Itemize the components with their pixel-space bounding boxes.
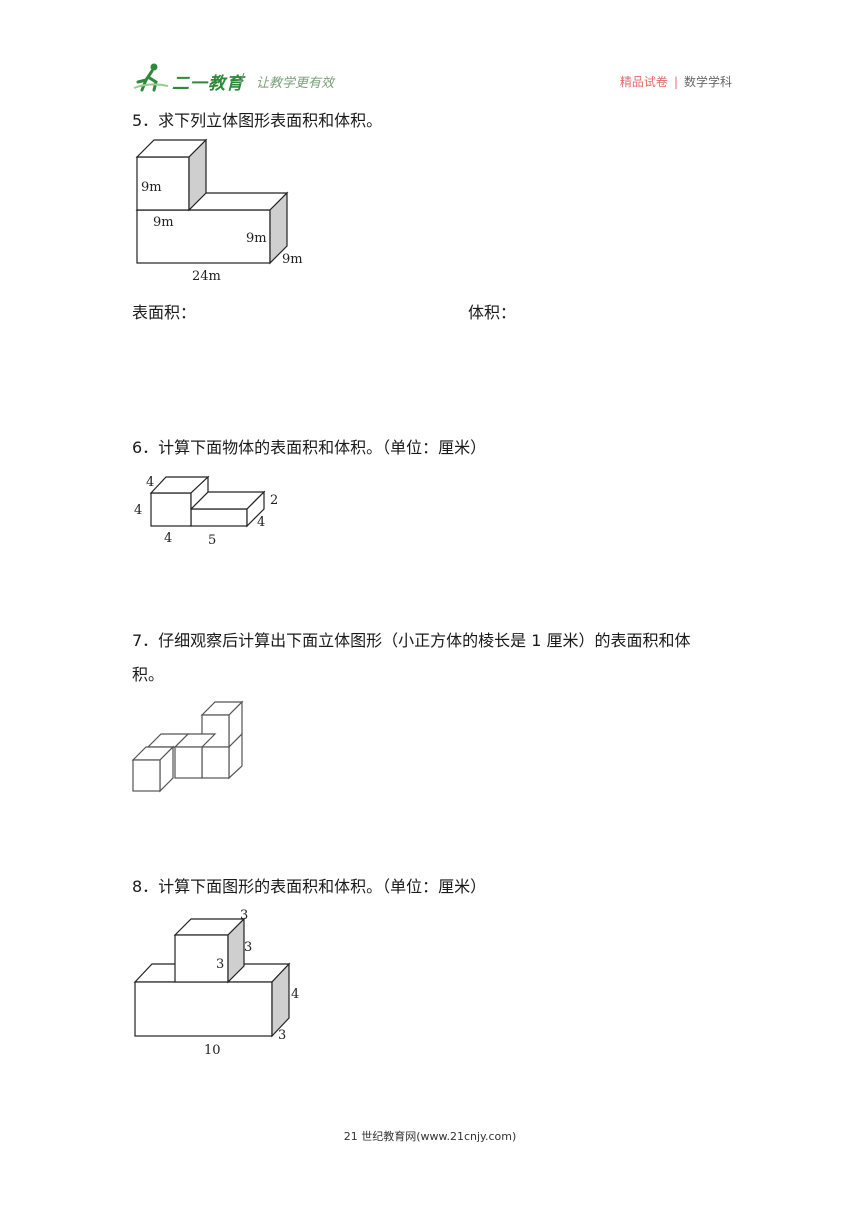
question-8-figure: 3 3 3 4 3 10 <box>133 908 299 1058</box>
q6-label-bottom-b: 5 <box>208 533 216 548</box>
question-7-text-line1: 7．仔细观察后计算出下面立体图形（小正方体的棱长是 1 厘米）的表面积和体 <box>132 631 691 650</box>
q5-volume-label: 体积： <box>468 303 517 322</box>
question-7-text-line2: 积。 <box>132 665 165 684</box>
q8-label-box-height: 4 <box>291 987 299 1002</box>
q5-surface-area-label: 表面积： <box>132 303 197 322</box>
runner-logo-icon <box>133 63 169 92</box>
q5-label-cube-height: 9m <box>141 180 162 195</box>
q5-label-cube-width: 9m <box>153 215 174 230</box>
logo-text: 二一教育 <box>172 74 244 94</box>
q8-label-cube-width: 3 <box>216 957 224 972</box>
q5-label-box-length: 24m <box>192 269 221 284</box>
q8-label-box-length: 10 <box>204 1043 221 1058</box>
question-8-text: 8．计算下面图形的表面积和体积。（单位：厘米） <box>132 877 487 896</box>
header-subject-label: 数学学科 <box>683 75 732 89</box>
q8-label-cube-height: 3 <box>244 940 252 955</box>
q5-label-box-depth: 9m <box>282 252 303 267</box>
q8-label-cube-depth: 3 <box>240 908 248 923</box>
question-5-text: 5．求下列立体图形表面积和体积。 <box>132 111 383 130</box>
logo-slogan: 让教学更有效 <box>256 76 335 91</box>
q6-label-bottom-a: 4 <box>164 531 172 546</box>
question-6-figure: 4 4 2 4 4 5 <box>134 475 278 548</box>
page-footer: 21 世纪教育网(www.21cnjy.com) <box>343 1130 517 1143</box>
header-separator: | <box>673 75 678 89</box>
header-premium-label: 精品试卷 <box>619 75 668 89</box>
q8-label-box-depth: 3 <box>278 1028 286 1043</box>
logo-slash: / <box>240 72 245 87</box>
q6-label-right-height: 2 <box>270 493 278 508</box>
q5-label-box-height: 9m <box>246 231 267 246</box>
header-right: 精品试卷 | 数学学科 <box>620 73 732 90</box>
q6-label-right-depth: 4 <box>257 515 265 530</box>
question-6-text: 6．计算下面物体的表面积和体积。（单位：厘米） <box>132 438 487 457</box>
question-7-figure <box>131 700 244 793</box>
q6-label-left: 4 <box>134 503 142 518</box>
question-5-figure: 9m 9m 9m 9m 24m <box>135 138 303 284</box>
page-header: 二一教育 / 让教学更有效 精品试卷 | 数学学科 <box>132 62 732 96</box>
q6-label-top: 4 <box>146 475 154 490</box>
